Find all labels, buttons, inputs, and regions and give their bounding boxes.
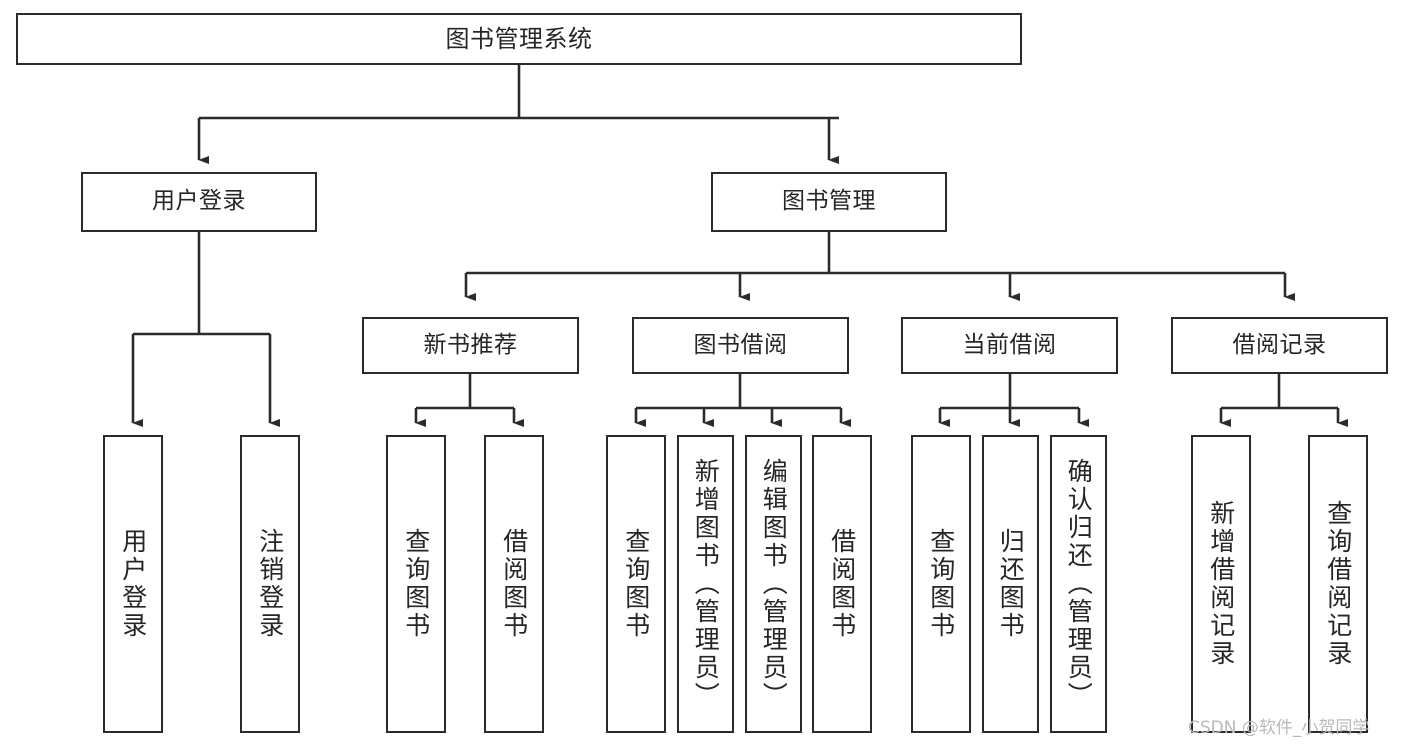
leaf-return-book[interactable]: 归还图书 (982, 435, 1039, 733)
leaf-edit-book[interactable]: 编辑图书（管理员） (745, 435, 802, 733)
leaf-add-book[interactable]: 新增图书（管理员） (677, 435, 734, 733)
node-label: 查询图书 (926, 528, 956, 640)
node-label: 查询图书 (401, 528, 431, 640)
node-label: 图书管理系统 (445, 24, 593, 53)
leaf-borrow-book-borrow[interactable]: 借阅图书 (812, 435, 872, 733)
node-label: 编辑图书（管理员） (759, 458, 789, 710)
node-borrow-record[interactable]: 借阅记录 (1171, 317, 1388, 374)
node-label: 用户登录 (118, 528, 148, 640)
node-label: 借阅图书 (499, 528, 529, 640)
leaf-confirm-return[interactable]: 确认归还（管理员） (1050, 435, 1107, 733)
node-label: 图书管理 (782, 188, 876, 215)
node-label: 查询借阅记录 (1323, 500, 1353, 668)
leaf-user-login[interactable]: 用户登录 (103, 435, 163, 733)
leaf-query-book-recommend[interactable]: 查询图书 (386, 435, 446, 733)
leaf-borrow-book-recommend[interactable]: 借阅图书 (484, 435, 544, 733)
node-label: 图书借阅 (693, 331, 788, 358)
node-label: 查询图书 (621, 528, 651, 640)
node-label: 新增图书（管理员） (691, 458, 721, 710)
node-book-borrow[interactable]: 图书借阅 (632, 317, 849, 374)
node-label: 归还图书 (996, 528, 1026, 640)
node-label: 用户登录 (152, 188, 246, 215)
leaf-add-borrow-record[interactable]: 新增借阅记录 (1191, 435, 1251, 733)
node-label: 新书推荐 (423, 331, 518, 358)
node-book-manage[interactable]: 图书管理 (711, 172, 947, 232)
leaf-query-borrow-record[interactable]: 查询借阅记录 (1308, 435, 1368, 733)
node-label: 借阅图书 (827, 528, 857, 640)
leaf-query-book-borrow[interactable]: 查询图书 (606, 435, 666, 733)
node-root-system[interactable]: 图书管理系统 (16, 13, 1022, 65)
node-label: 当前借阅 (962, 331, 1057, 358)
csdn-watermark: CSDN @软件_小贺同学 (1188, 718, 1370, 738)
leaf-user-logout[interactable]: 注销登录 (240, 435, 300, 733)
node-user-login[interactable]: 用户登录 (81, 172, 317, 232)
node-label: 确认归还（管理员） (1064, 458, 1094, 710)
node-current-borrow[interactable]: 当前借阅 (901, 317, 1118, 374)
node-label: 新增借阅记录 (1206, 500, 1236, 668)
node-label: 注销登录 (255, 528, 285, 640)
node-label: 借阅记录 (1232, 331, 1327, 358)
leaf-query-book-current[interactable]: 查询图书 (911, 435, 971, 733)
node-new-book-recommend[interactable]: 新书推荐 (362, 317, 579, 374)
